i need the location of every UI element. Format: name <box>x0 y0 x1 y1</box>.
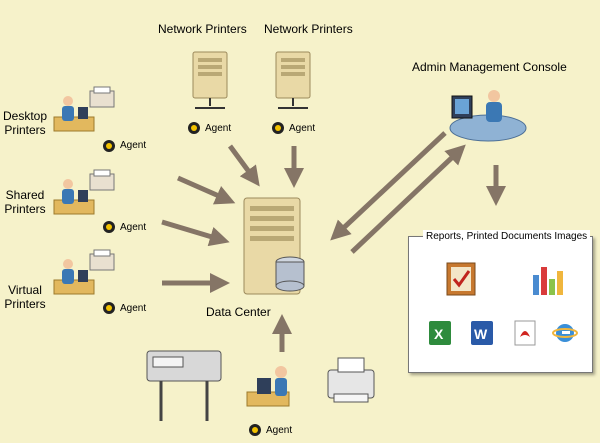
virtual-printer-station-icon <box>53 249 115 295</box>
data-center-server-icon <box>243 197 305 295</box>
agent-label: Agent <box>205 123 232 134</box>
shared-printers-label-line2: Printers <box>4 202 46 216</box>
reports-panel-title: Reports, Printed Documents Images <box>423 230 591 244</box>
network-server-icon <box>192 51 228 109</box>
agent-gear-icon <box>103 302 115 314</box>
desktop-printers-label-line2: Printers <box>4 123 46 137</box>
arrow-network1-to-datacenter <box>227 144 260 187</box>
ie-icon <box>552 324 578 342</box>
agent-label: Agent <box>289 123 316 134</box>
admin-console-label: Admin Management Console <box>412 60 567 74</box>
agent-gear-icon <box>188 122 200 134</box>
arrow-datacenter-to-admin <box>350 144 466 254</box>
arrow-admin-to-datacenter <box>330 131 447 241</box>
agent-gear-icon <box>249 424 261 436</box>
svg-text:X: X <box>434 326 444 342</box>
pdf-icon <box>514 320 536 346</box>
desktop-printers-label: Desktop Printers <box>0 109 50 137</box>
shared-printers-label-line1: Shared <box>5 188 45 202</box>
data-center-label: Data Center <box>206 305 271 319</box>
svg-text:W: W <box>474 326 488 342</box>
plotter-printer-icon <box>146 350 222 421</box>
laser-printer-icon <box>327 357 375 403</box>
arrow-shared-to-datacenter <box>161 219 230 247</box>
reports-panel: Reports, Printed Documents Images X W <box>408 230 593 373</box>
agent-label: Agent <box>120 222 147 233</box>
shared-printers-label: Shared Printers <box>0 188 50 216</box>
agent-gear-icon <box>272 122 284 134</box>
virtual-printers-label-line1: Virtual <box>8 283 42 297</box>
desktop-printers-label-line1: Desktop <box>2 109 48 123</box>
clipboard-check-icon <box>446 262 476 296</box>
agent-gear-icon <box>103 140 115 152</box>
network-server-icon <box>275 51 311 109</box>
shared-printer-station-icon <box>53 169 115 215</box>
excel-icon: X <box>429 321 451 345</box>
agent-label: Agent <box>120 140 147 151</box>
network-printers-label-2: Network Printers <box>264 22 353 36</box>
admin-workstation-icon <box>449 90 527 142</box>
virtual-printers-label-line2: Printers <box>4 297 46 311</box>
local-printer-station-icon <box>246 366 290 407</box>
agent-label: Agent <box>266 425 293 436</box>
arrow-desktop-to-datacenter <box>176 175 236 205</box>
word-icon: W <box>471 321 493 345</box>
virtual-printers-label: Virtual Printers <box>0 283 50 311</box>
agent-label: Agent <box>120 303 147 314</box>
bar-chart-icon <box>533 267 563 295</box>
desktop-printer-station-icon <box>53 86 115 132</box>
agent-gear-icon <box>103 221 115 233</box>
network-printers-label-1: Network Printers <box>158 22 247 36</box>
